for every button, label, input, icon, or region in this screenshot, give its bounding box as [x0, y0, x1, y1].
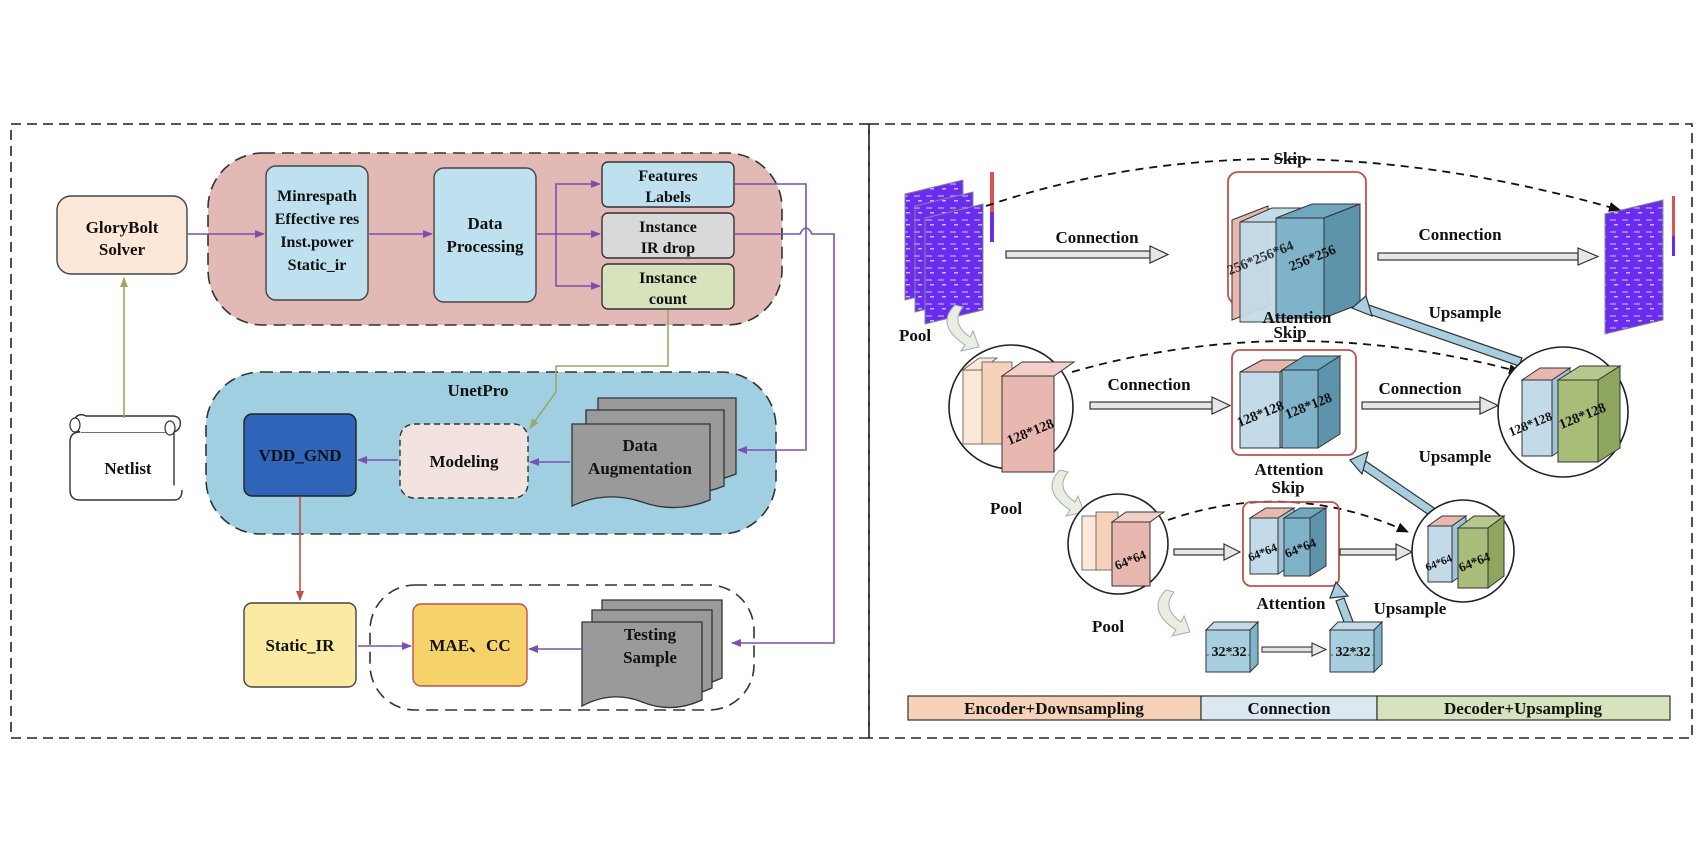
pool-label-2: Pool: [990, 499, 1022, 518]
size-label-32-a: 32*32: [1212, 645, 1247, 660]
instance-count-label-1: Instance: [639, 270, 697, 287]
attention-blocks-top: [1231, 203, 1361, 323]
features-box: [265, 165, 369, 301]
attention-box-mid: [1231, 349, 1357, 456]
modeling-label: Modeling: [430, 452, 499, 471]
features-to-augmentation-arrow: [735, 183, 807, 454]
decoder-blocks-128: [1520, 365, 1622, 463]
bottleneck-arrow: [1261, 642, 1328, 657]
upsample-label-top: Upsample: [1429, 303, 1502, 322]
connection-arrow-top-right: [1377, 247, 1600, 266]
encoder-blocks-128: [961, 357, 1076, 473]
pool-label-1: Pool: [899, 326, 931, 345]
features-labels-label-1: Features: [638, 168, 697, 185]
static-ir-label: Static_IR: [266, 636, 336, 655]
netlist-label: Netlist: [104, 459, 152, 478]
connection-arrow-low-right: [1339, 543, 1414, 561]
skip-label-top: Skip: [1273, 149, 1306, 168]
decoder-blocks-64: [1426, 515, 1506, 589]
pool-curve-1: [946, 304, 980, 352]
attention-label-mid: Attention: [1255, 460, 1324, 479]
processing-fanout-arrows: [537, 180, 601, 290]
count-to-modeling-arrow: [529, 310, 669, 429]
connection-label-top-left: Connection: [1055, 228, 1139, 247]
unetpro-label: UnetPro: [447, 381, 508, 400]
legend-decoder: [1376, 695, 1671, 721]
skip-low-curve: [1167, 500, 1409, 533]
upsample-label-mid: Upsample: [1419, 447, 1492, 466]
mae-cc-box: [412, 603, 528, 687]
mae-cc-label: MAE、CC: [429, 636, 510, 655]
skip-label-mid: Skip: [1273, 323, 1306, 342]
legend-decoder-label: Decoder+Upsampling: [1444, 699, 1602, 718]
vdd-gnd-label: VDD_GND: [258, 446, 341, 465]
instance-count-box: [601, 263, 735, 310]
right-panel-border: [868, 123, 1693, 739]
pool-curve-2: [1051, 469, 1085, 517]
attention-blocks-mid: [1239, 355, 1342, 449]
data-augmentation-label-2: Augmentation: [588, 459, 692, 478]
glorybolt-label-2: Solver: [99, 240, 146, 259]
upsample-arrow-top: [1350, 294, 1523, 367]
instance-count-label-2: count: [649, 291, 688, 308]
glorybolt-label-1: GloryBolt: [86, 218, 159, 237]
glorybolt-solver-box: [56, 195, 188, 275]
connection-label-mid-right: Connection: [1378, 379, 1462, 398]
output-heatmap: [1604, 196, 1675, 335]
legend-connection-label: Connection: [1247, 699, 1331, 718]
bottleneck-cube-left: [1204, 620, 1260, 674]
size-label-32-b: 32*32: [1336, 645, 1371, 660]
feature-effective-res: Effective res: [275, 211, 360, 228]
attention-box-low: [1242, 501, 1340, 587]
static-ir-box: [243, 602, 357, 688]
netlist-scroll: [69, 413, 183, 501]
testing-sample-label-2: Sample: [623, 648, 677, 667]
input-heatmap-stack: [904, 172, 994, 325]
instance-ir-drop-label-1: Instance: [639, 219, 697, 236]
skip-label-low: Skip: [1271, 478, 1304, 497]
pool-curve-3: [1157, 589, 1191, 637]
irdrop-to-testing-arrow: [731, 227, 835, 647]
legend-encoder-label: Encoder+Downsampling: [964, 699, 1144, 718]
instance-ir-drop-box: [601, 212, 735, 259]
connection-label-top-right: Connection: [1418, 225, 1502, 244]
testing-sample-stack: [581, 599, 723, 709]
features-labels-label-2: Labels: [645, 189, 690, 206]
data-processing-label-1: Data: [468, 214, 503, 233]
feature-minrespath: Minrespath: [277, 188, 357, 205]
features-labels-box: [601, 161, 735, 208]
upsample-label-low: Upsample: [1374, 599, 1447, 618]
data-processing-box: [433, 167, 537, 303]
attention-label-top: Attention: [1263, 308, 1332, 327]
connection-arrow-mid-left: [1089, 396, 1232, 415]
attention-label-low: Attention: [1257, 594, 1326, 613]
legend-connection: [1200, 695, 1378, 721]
skip-top-curve: [985, 158, 1621, 212]
encoder-blocks-64: [1081, 511, 1166, 587]
feature-inst-power: Inst.power: [280, 234, 353, 251]
vdd-gnd-box: [243, 413, 357, 497]
connection-arrow-top-left: [1005, 245, 1170, 264]
instance-ir-drop-label-2: IR drop: [641, 240, 695, 257]
modeling-box: [399, 423, 529, 499]
connection-arrow-mid-right: [1361, 396, 1500, 415]
feature-static-ir: Static_ir: [288, 257, 347, 274]
attention-blocks-low: [1248, 507, 1328, 577]
testing-sample-label-1: Testing: [624, 625, 677, 644]
skip-mid-curve: [1071, 340, 1521, 374]
data-augmentation-stack: [571, 397, 737, 509]
connection-label-mid-left: Connection: [1107, 375, 1191, 394]
bottleneck-cube-right: [1328, 620, 1384, 674]
data-processing-label-2: Processing: [446, 237, 524, 256]
data-augmentation-label-1: Data: [623, 436, 658, 455]
connection-arrow-low-left: [1173, 543, 1242, 561]
pool-label-3: Pool: [1092, 617, 1124, 636]
